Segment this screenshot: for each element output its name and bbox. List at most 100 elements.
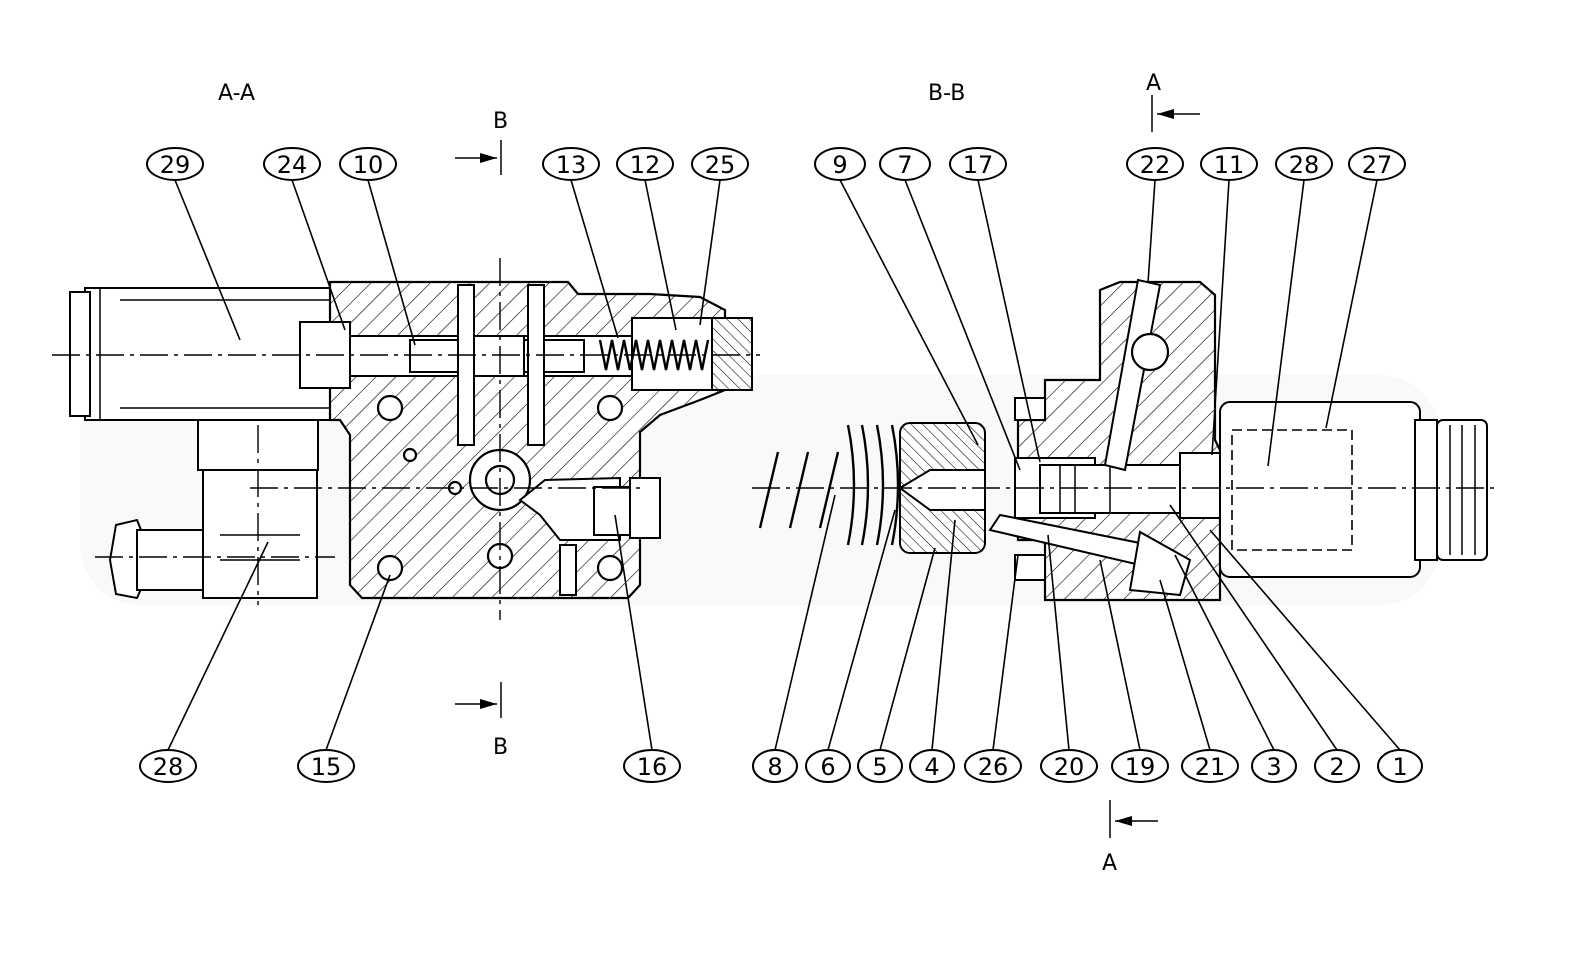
- balloon-number: 28: [153, 753, 184, 781]
- spring-6: [846, 424, 900, 546]
- balloon-number: 5: [872, 753, 887, 781]
- angled-passage-22: [1103, 278, 1162, 472]
- balloon-outline: [1251, 749, 1297, 783]
- left-view-a-a: [52, 258, 760, 620]
- balloon-number: 2: [1329, 753, 1344, 781]
- balloon-7: 7: [879, 147, 931, 181]
- balloon-number: 8: [767, 753, 782, 781]
- balloon-number: 11: [1214, 151, 1245, 179]
- balloon-number: 29: [160, 151, 191, 179]
- balloon-outline: [623, 749, 681, 783]
- section-a-bottom-letter: A: [1102, 851, 1117, 876]
- balloon-10: 10: [339, 147, 397, 181]
- plug-21: [1128, 530, 1192, 597]
- leader-lines: [167, 179, 1401, 751]
- balloon-21: 21: [1181, 749, 1239, 783]
- balloon-number: 28: [1289, 151, 1320, 179]
- spring-13: [598, 339, 710, 371]
- balloon-outline: [297, 749, 355, 783]
- balloon-number: 15: [311, 753, 342, 781]
- balloon-number: 17: [963, 151, 994, 179]
- view-title-a-a: A-A: [218, 81, 255, 106]
- right-view-b-b: [752, 278, 1500, 602]
- balloon-16: 16: [623, 749, 681, 783]
- balloon-25: 25: [691, 147, 749, 181]
- balloon-5: 5: [857, 749, 903, 783]
- spring-8: [758, 451, 840, 529]
- balloon-number: 24: [277, 151, 308, 179]
- balloon-29: 29: [146, 147, 204, 181]
- balloon-number: 19: [1125, 753, 1156, 781]
- balloon-number: 1: [1392, 753, 1407, 781]
- balloon-outline: [139, 749, 197, 783]
- balloon-number: 3: [1266, 753, 1281, 781]
- balloon-number: 21: [1195, 753, 1226, 781]
- balloon-12: 12: [616, 147, 674, 181]
- balloon-outline: [542, 147, 600, 181]
- balloon-number: 26: [978, 753, 1009, 781]
- balloon-11: 11: [1200, 147, 1258, 181]
- balloon-outline: [857, 749, 903, 783]
- balloon-2: 2: [1314, 749, 1360, 783]
- balloon-19: 19: [1111, 749, 1169, 783]
- balloon-outline: [1348, 147, 1406, 181]
- balloon-3: 3: [1251, 749, 1297, 783]
- balloon-28-bottom: 28: [139, 749, 197, 783]
- balloon-number: 13: [556, 151, 587, 179]
- balloon-outline: [1126, 147, 1184, 181]
- balloon-outline: [1314, 749, 1360, 783]
- balloon-13: 13: [542, 147, 600, 181]
- balloon-number: 4: [924, 753, 939, 781]
- balloon-outline: [691, 147, 749, 181]
- balloon-20: 20: [1040, 749, 1098, 783]
- balloon-27: 27: [1348, 147, 1406, 181]
- balloon-outline: [1181, 749, 1239, 783]
- balloon-outline: [909, 749, 955, 783]
- section-b-bottom-letter: B: [493, 735, 508, 760]
- balloon-number: 16: [637, 753, 668, 781]
- balloon-outline: [263, 147, 321, 181]
- section-mark-a: A A: [1102, 71, 1200, 876]
- balloon-number: 10: [353, 151, 384, 179]
- solenoid-cap: [69, 291, 91, 417]
- balloon-number: 12: [630, 151, 661, 179]
- balloon-outline: [616, 147, 674, 181]
- section-mark-b: B B: [455, 109, 508, 760]
- balloon-22: 22: [1126, 147, 1184, 181]
- balloon-number: 22: [1140, 151, 1171, 179]
- balloon-6: 6: [805, 749, 851, 783]
- balloon-outline: [1275, 147, 1333, 181]
- balloon-26: 26: [964, 749, 1022, 783]
- balloon-outline: [879, 147, 931, 181]
- balloon-8: 8: [752, 749, 798, 783]
- balloon-outline: [964, 749, 1022, 783]
- balloon-outline: [752, 749, 798, 783]
- balloon-number: 9: [832, 151, 847, 179]
- plug-16: [593, 486, 631, 536]
- balloon-outline: [339, 147, 397, 181]
- balloon-9: 9: [814, 147, 866, 181]
- end-plug: [711, 317, 753, 391]
- section-b-top-letter: B: [493, 109, 508, 134]
- balloon-outline: [805, 749, 851, 783]
- balloon-17: 17: [949, 147, 1007, 181]
- balloon-outline: [1111, 749, 1169, 783]
- balloon-4: 4: [909, 749, 955, 783]
- balloons: 29 24 10 13 12 25 9 7 17 22 11 28 27 28 …: [139, 147, 1423, 783]
- connector-plug: [202, 469, 318, 599]
- balloon-24: 24: [263, 147, 321, 181]
- balloon-number: 27: [1362, 151, 1393, 179]
- poppet-4: [898, 469, 986, 511]
- balloon-outline: [146, 147, 204, 181]
- balloon-1: 1: [1377, 749, 1423, 783]
- balloon-number: 25: [705, 151, 736, 179]
- balloon-outline: [1200, 147, 1258, 181]
- balloon-28-top: 28: [1275, 147, 1333, 181]
- balloon-outline: [1377, 749, 1423, 783]
- section-a-top-letter: A: [1146, 71, 1161, 96]
- balloon-outline: [949, 147, 1007, 181]
- view-title-b-b: B-B: [928, 81, 965, 106]
- balloon-outline: [814, 147, 866, 181]
- balloon-number: 6: [820, 753, 835, 781]
